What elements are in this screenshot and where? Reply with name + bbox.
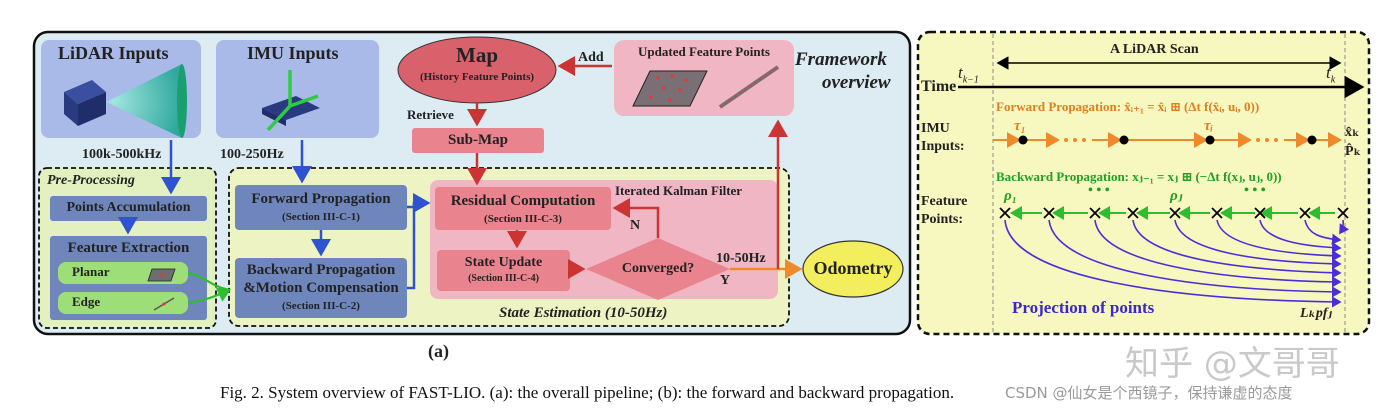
backward-propagation-box bbox=[235, 258, 407, 318]
sub-map-box bbox=[412, 128, 544, 153]
backward-equation: Backward Propagation: xⱼ₋₁ = xⱼ ⊞ (−Δt f… bbox=[996, 169, 1282, 184]
imu-row-label-1: IMU bbox=[921, 121, 950, 136]
points-accumulation-box bbox=[50, 196, 207, 221]
forward-propagation-label: Forward Propagation bbox=[251, 191, 391, 207]
odometry-ellipse bbox=[802, 240, 904, 298]
converged-label: Converged? bbox=[621, 261, 695, 276]
feature-row-label-2: Points: bbox=[921, 212, 963, 227]
updated-points-edge-icon bbox=[718, 65, 780, 109]
state-update-label: State Update bbox=[464, 255, 543, 270]
imu-rate-label: 100-250Hz bbox=[220, 147, 284, 162]
feature-ellipsis-2: • • • bbox=[1244, 183, 1266, 198]
figure-caption: Fig. 2. System overview of FAST-LIO. (a)… bbox=[220, 383, 955, 402]
p-hat-k-label: P̂ₖ bbox=[1345, 144, 1361, 159]
feature-point-crosses bbox=[999, 207, 1349, 219]
arrow-backward-to-residual bbox=[407, 203, 416, 290]
arrow-converged-no-loop bbox=[612, 198, 660, 238]
iekf-label: Iterated Kalman Filter bbox=[615, 183, 743, 198]
lidar-rate-label: 100k-500kHz bbox=[82, 147, 162, 162]
framework-label-2: overview bbox=[822, 72, 891, 93]
scan-title: A LiDAR Scan bbox=[1110, 42, 1199, 57]
arrow-edge-to-backward bbox=[187, 287, 231, 305]
framework-label-1: Framework bbox=[795, 49, 887, 70]
imu-ellipsis-dots bbox=[1064, 138, 1278, 142]
rho1-label: ρ₁ bbox=[1004, 188, 1017, 204]
points-accumulation-label: Points Accumulation bbox=[66, 200, 191, 215]
sub-map-label: Sub-Map bbox=[447, 132, 509, 148]
odometry-label: Odometry bbox=[813, 258, 893, 278]
retrieve-label: Retrieve bbox=[407, 107, 454, 122]
imu-sample-dots bbox=[1018, 135, 1317, 145]
lidar-sensor-icon bbox=[64, 64, 187, 138]
t-start-label: tk−1 bbox=[958, 63, 979, 86]
backward-line1-label: Backward Propagation bbox=[246, 262, 396, 278]
time-label: Time bbox=[921, 78, 957, 95]
state-estimation-label: State Estimation (10-50Hz) bbox=[499, 305, 668, 321]
backward-section-label: (Section III-C-2) bbox=[282, 300, 360, 312]
updated-feature-points-label: Updated Feature Points bbox=[638, 44, 770, 59]
pf-label: Lₖpfⱼ bbox=[1300, 306, 1332, 321]
projection-curves bbox=[1004, 219, 1350, 308]
imu-inputs-label: IMU Inputs bbox=[247, 43, 339, 63]
forward-equation: Forward Propagation: x̂ᵢ₊₁ = x̂ᵢ ⊞ (Δt f… bbox=[996, 99, 1260, 114]
imu-sensor-icon bbox=[262, 70, 320, 132]
y-label: Y bbox=[720, 273, 731, 288]
imu-inputs-box bbox=[216, 40, 379, 138]
x-hat-k-label: x̂ₖ bbox=[1345, 125, 1360, 140]
residual-section-label: (Section III-C-3) bbox=[484, 213, 562, 225]
add-label: Add bbox=[578, 50, 604, 65]
planar-label: Planar bbox=[72, 264, 110, 279]
preprocessing-title: Pre-Processing bbox=[47, 173, 135, 188]
map-subtitle: (History Feature Points) bbox=[419, 71, 535, 83]
odom-rate-label: 10-50Hz bbox=[716, 251, 766, 266]
state-update-box bbox=[437, 250, 570, 291]
watermark-main: 知乎 @文哥哥 bbox=[1125, 344, 1340, 384]
projection-label: Projection of points bbox=[1012, 298, 1155, 317]
watermark-sub: CSDN @仙女是个西镜子，保持谦虚的态度 bbox=[1005, 384, 1293, 402]
arrow-planar-to-backward bbox=[187, 271, 230, 292]
n-label: N bbox=[630, 218, 641, 233]
edge-label: Edge bbox=[72, 294, 101, 309]
residual-computation-box bbox=[435, 187, 611, 230]
tau1-label: τ₁ bbox=[1014, 118, 1026, 134]
feature-row-label-1: Feature bbox=[921, 194, 968, 209]
lidar-inputs-label: LiDAR Inputs bbox=[58, 43, 169, 63]
taui-label: τᵢ bbox=[1204, 118, 1214, 134]
forward-propagation-box bbox=[235, 185, 407, 230]
t-end-label: tk bbox=[1326, 63, 1336, 86]
converged-diamond bbox=[586, 238, 730, 300]
rhoj-label: ρⱼ bbox=[1170, 188, 1183, 204]
map-title: Map bbox=[456, 43, 498, 67]
panel-a-label: (a) bbox=[428, 341, 449, 361]
feature-extraction-label: Feature Extraction bbox=[67, 240, 190, 256]
updated-points-plane-icon bbox=[632, 70, 708, 107]
backward-line2-label: &Motion Compensation bbox=[243, 280, 399, 296]
residual-computation-label: Residual Computation bbox=[450, 193, 596, 209]
imu-row-label-2: Inputs: bbox=[921, 139, 965, 154]
feature-ellipsis-1: • • • bbox=[1088, 183, 1110, 198]
forward-section-label: (Section III-C-1) bbox=[282, 211, 360, 223]
state-update-section-label: (Section III-C-4) bbox=[468, 273, 539, 284]
